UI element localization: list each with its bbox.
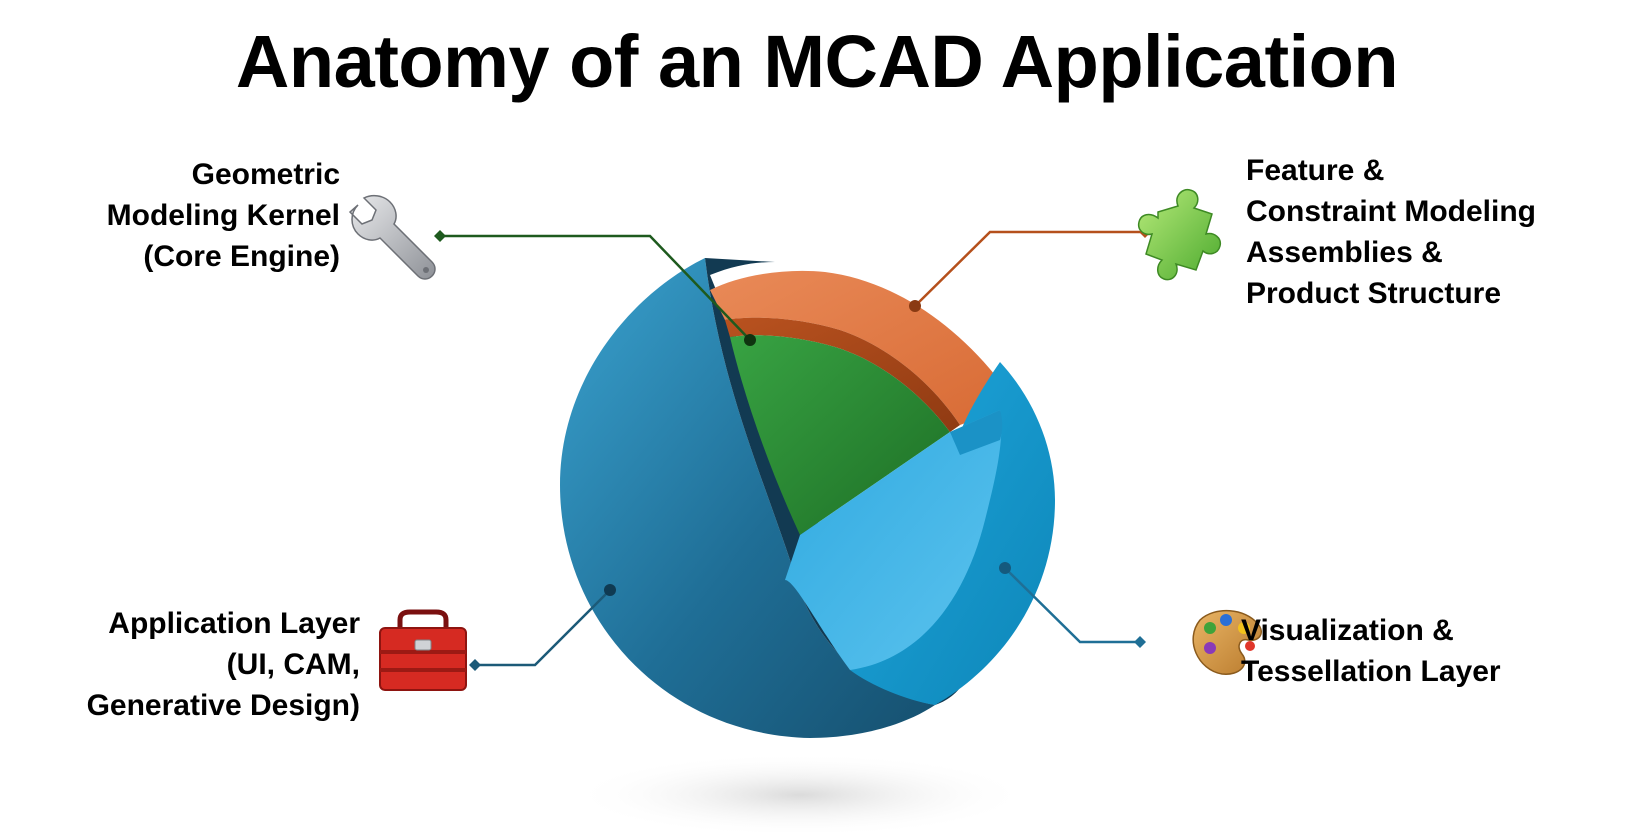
page-title: Anatomy of an MCAD Application	[235, 20, 1399, 103]
application-leader	[475, 589, 611, 667]
kernel-leader	[440, 234, 751, 341]
feature-leader-dot	[909, 300, 921, 312]
visualization-layer-label-line: Tessellation Layer	[1241, 655, 1501, 688]
feature-layer-label-line: Product Structure	[1246, 277, 1502, 310]
application-layer-label-line: Application Layer	[108, 607, 360, 640]
wrench-icon	[348, 194, 436, 280]
visualization-layer-label: Visualization & Tessellation Layer	[1241, 610, 1621, 692]
kernel-leader-diamond	[434, 230, 446, 242]
application-leader-dot	[604, 584, 616, 596]
puzzle-piece-icon	[1137, 188, 1222, 281]
visualization-cut-face	[785, 410, 1002, 670]
geometric-kernel-label: Geometric Modeling Kernel (Core Engine)	[40, 154, 340, 277]
application-layer-shell	[560, 258, 935, 738]
application-layer-label: Application Layer (UI, CAM, Generative D…	[40, 603, 360, 726]
visualization-inner-band	[950, 410, 1003, 455]
feature-layer-label: Feature & Constraint Modeling Assemblies…	[1246, 150, 1626, 314]
application-layer-label-line: (UI, CAM,	[226, 648, 360, 681]
visualization-leader-diamond	[1134, 636, 1146, 648]
application-layer-label-line: Generative Design)	[86, 689, 360, 722]
application-leader-diamond	[469, 659, 481, 671]
geometric-kernel-label-line: Modeling Kernel	[106, 199, 340, 232]
feature-layer-rim	[710, 270, 1005, 425]
visualization-layer-label-line: Visualization &	[1241, 614, 1454, 647]
feature-layer-inner	[725, 317, 960, 432]
feature-layer-label-line: Assemblies &	[1246, 236, 1443, 269]
feature-leader	[914, 230, 1145, 307]
feature-layer-label-line: Constraint Modeling	[1246, 195, 1536, 228]
kernel-leader-dot	[744, 334, 756, 346]
visualization-leader	[1004, 567, 1140, 644]
toolbox-icon	[379, 609, 467, 691]
geometric-kernel-label-line: (Core Engine)	[143, 240, 340, 273]
sphere-shadow	[570, 753, 1030, 832]
feature-layer-label-line: Feature &	[1246, 154, 1385, 187]
paint-palette-icon	[1192, 609, 1262, 675]
visualization-leader-dot	[999, 562, 1011, 574]
geometric-kernel-label-line: Geometric	[191, 158, 340, 191]
geometric-kernel-core	[730, 335, 950, 535]
